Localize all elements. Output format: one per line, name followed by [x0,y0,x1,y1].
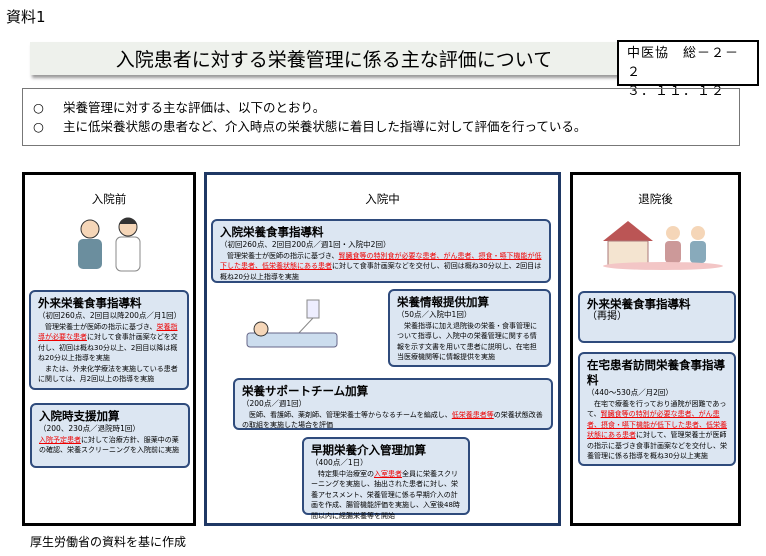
page-title: 入院患者に対する栄養管理に係る主な評価について [30,42,618,75]
home-family-illustration [603,221,723,270]
column-during-admission: 入院中 入院栄養食事指導料 （初回260点、2回目200点／週1回・入院中2回）… [204,172,561,526]
card-home-visit-nutrition: 在宅患者訪問栄養食事指導料 （440～530点／月2回） 在宅で療養を行っており… [578,352,736,466]
card-inpatient-nutrition: 入院栄養食事指導料 （初回260点、2回目200点／週1回・入院中2回） 管理栄… [211,219,551,283]
doctor-consultation-illustration [78,217,141,272]
hospital-bed-illustration [246,299,338,348]
column-before-admission: 入院前 外来栄養食事指導料 （初回260点、2回目以降200点／月1回） 管理栄… [22,172,196,526]
reference-line-2: ３．１１．１２ [627,84,726,99]
column-heading: 退院後 [638,192,673,206]
source-note: 厚生労働省の資料を基に作成 [30,535,187,549]
reference-box: 中医協 総－２－２ ３．１１．１２ [617,40,759,99]
summary-box: ○栄養管理に対する主な評価は、以下のとおり。 ○主に低栄養状態の患者など、介入時… [22,88,740,146]
column-after-discharge: 退院後 外来栄養食事指導料 （再掲） 在宅患者訪問栄養食事指導料 （440～53… [570,172,741,526]
column-heading: 入院中 [365,192,400,206]
column-heading: 入院前 [91,192,127,206]
card-admission-support: 入院時支援加算 （200、230点／退院時1回） 入院予定患者に対して治療方針、… [30,403,190,468]
reference-line-1: 中医協 総－２－２ [627,46,740,80]
card-outpatient-nutrition: 外来栄養食事指導料 （初回260点、2回目以降200点／月1回） 管理栄養士が医… [29,290,189,390]
summary-item: ○主に低栄養状態の患者など、介入時点の栄養状態に着目した指導に対して評価を行って… [33,119,587,134]
card-nutrition-support-team: 栄養サポートチーム加算 （200点／週1回） 医師、看護師、薬剤師、管理栄養士等… [233,378,553,430]
card-early-nutrition-intervention: 早期栄養介入管理加算 （400点／1日） 特定集中治療室の入室患者全員に栄養スク… [302,437,470,520]
document-label: 資料1 [6,8,46,26]
card-outpatient-nutrition-reposted: 外来栄養食事指導料 （再掲） [578,291,736,343]
card-nutrition-info: 栄養情報提供加算 （50点／入院中1回） 栄養指導に加え退院後の栄養・食事管理に… [388,289,551,367]
summary-item: ○栄養管理に対する主な評価は、以下のとおり。 [33,100,326,115]
